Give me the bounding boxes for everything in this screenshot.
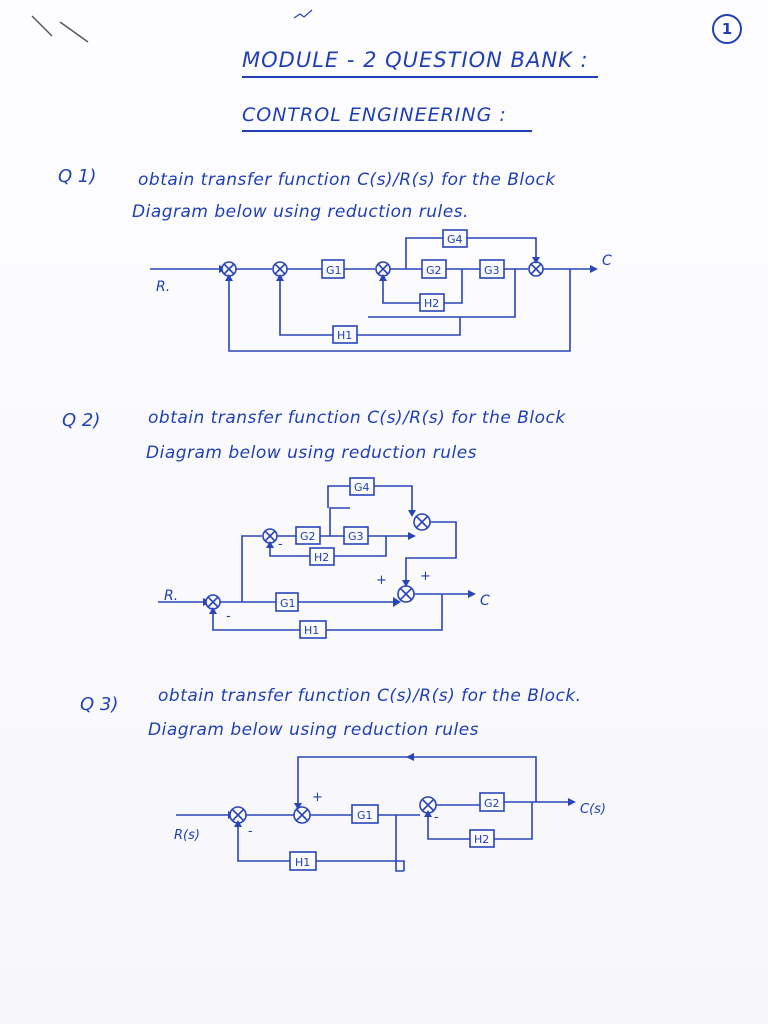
d2-block-h2-label: H2 [314,551,329,564]
question-1-label: Q 1) [58,166,97,187]
d2-sign-plus-1: + [376,573,387,588]
question-2-text-line2: Diagram below using reduction rules [146,443,478,463]
d2-block-g1-label: G1 [280,597,296,610]
block-diagram-3: R(s) - + G1 - G2 C(s) H2 H1 [174,753,606,872]
d2-output-label: C [480,593,490,609]
pen-stroke-mark [31,15,89,43]
d3-block-h1-label: H1 [295,856,310,869]
d3-input-label: R(s) [174,828,200,843]
d3-block-g1 [351,804,379,824]
d3-block-g1-label: G1 [357,809,373,822]
question-1-text-line1: obtain transfer function C(s)/R(s) for t… [138,170,556,190]
d2-sign-minus-2: - [278,537,283,552]
d3-output-label: C(s) [580,802,606,817]
d1-block-h2-label: H2 [424,297,439,310]
d3-block-g2-label: G2 [484,797,500,810]
question-3-text-line1: obtain transfer function C(s)/R(s) for t… [158,686,582,706]
d3-sign-minus-2: - [434,810,439,825]
d1-block-g3-label: G3 [484,264,500,277]
d3-block-h2-label: H2 [474,833,489,846]
d1-output-label: C [602,253,612,269]
title-underline [242,76,598,78]
d1-block-g2-label: G2 [426,264,442,277]
d2-block-h1-label: H1 [304,624,319,637]
pen-scribble-mark [293,9,313,19]
question-2-text-line1: obtain transfer function C(s)/R(s) for t… [148,408,566,428]
block-diagram-1: R. G1 G2 G3 C G4 H2 [150,229,612,352]
question-3-text-line2: Diagram below using reduction rules [148,720,480,740]
page-subtitle: CONTROL ENGINEERING : [242,104,507,126]
subtitle-underline [242,130,532,132]
d2-sign-minus-1: - [226,609,231,624]
d1-block-g4-label: G4 [447,233,463,246]
page-number: 1 [712,14,742,44]
d2-input-label: R. [164,588,178,604]
d1-block-g1-label: G1 [326,264,342,277]
d1-block-h1-label: H1 [337,329,352,342]
page-title: MODULE - 2 QUESTION BANK : [242,48,589,72]
question-1-text-line2: Diagram below using reduction rules. [132,202,469,222]
d2-block-g3-label: G3 [348,530,364,543]
question-3-label: Q 3) [80,694,119,715]
d2-sign-plus-2: + [420,569,431,584]
d3-sign-minus-1: - [248,824,253,839]
d2-block-g4-label: G4 [354,481,370,494]
question-2-label: Q 2) [62,410,101,431]
d3-sign-plus-1: + [312,790,323,805]
d2-block-g2-label: G2 [300,530,316,543]
block-diagram-2: R. - G1 + + C - G2 G3 G4 [158,477,490,639]
d1-input-label: R. [156,279,170,295]
